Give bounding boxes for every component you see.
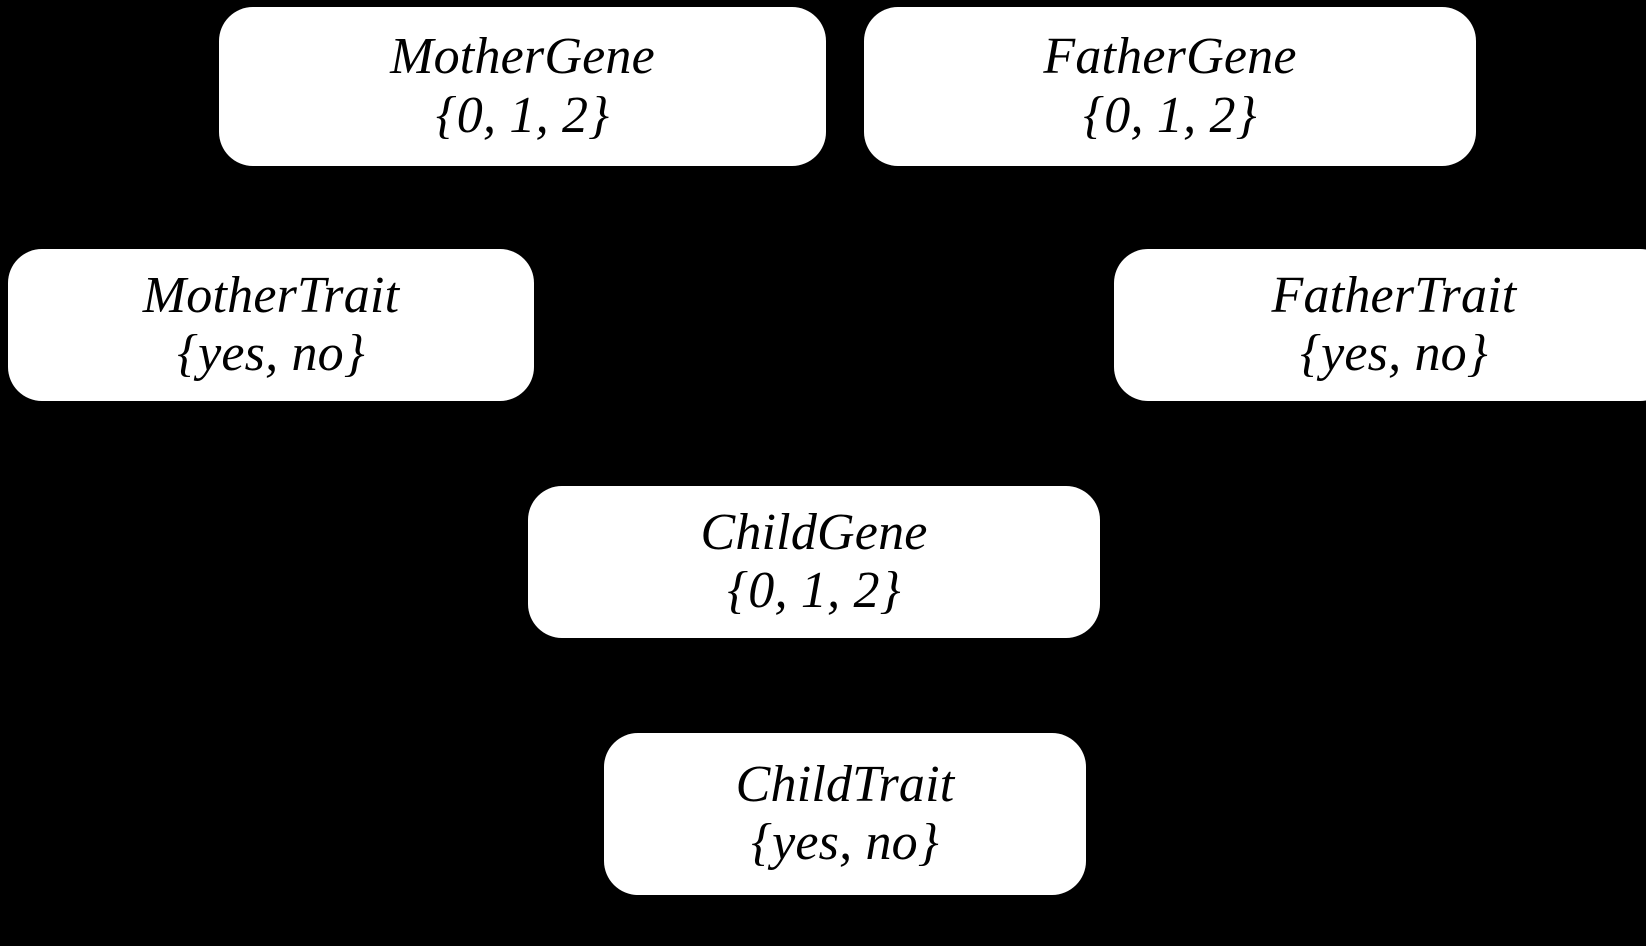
node-mother-gene[interactable]: MotherGene {0, 1, 2} [219, 7, 826, 166]
node-mother-trait-label: MotherTrait [142, 266, 400, 324]
node-mother-trait[interactable]: MotherTrait {yes, no} [8, 249, 534, 401]
node-father-gene-label: FatherGene [1043, 28, 1297, 86]
node-child-trait[interactable]: ChildTrait {yes, no} [604, 733, 1086, 895]
node-child-gene-domain: {0, 1, 2} [727, 562, 901, 619]
node-child-gene[interactable]: ChildGene {0, 1, 2} [528, 486, 1100, 638]
node-father-gene[interactable]: FatherGene {0, 1, 2} [864, 7, 1476, 166]
node-mother-gene-label: MotherGene [390, 28, 655, 86]
node-child-trait-domain: {yes, no} [751, 814, 939, 871]
node-father-gene-domain: {0, 1, 2} [1083, 86, 1257, 144]
node-child-trait-label: ChildTrait [735, 755, 955, 813]
node-mother-gene-domain: {0, 1, 2} [435, 86, 610, 144]
node-child-gene-label: ChildGene [700, 503, 928, 561]
node-mother-trait-domain: {yes, no} [177, 325, 365, 382]
node-father-trait-label: FatherTrait [1271, 266, 1517, 324]
node-father-trait-domain: {yes, no} [1300, 325, 1488, 382]
node-father-trait[interactable]: FatherTrait {yes, no} [1114, 249, 1646, 401]
